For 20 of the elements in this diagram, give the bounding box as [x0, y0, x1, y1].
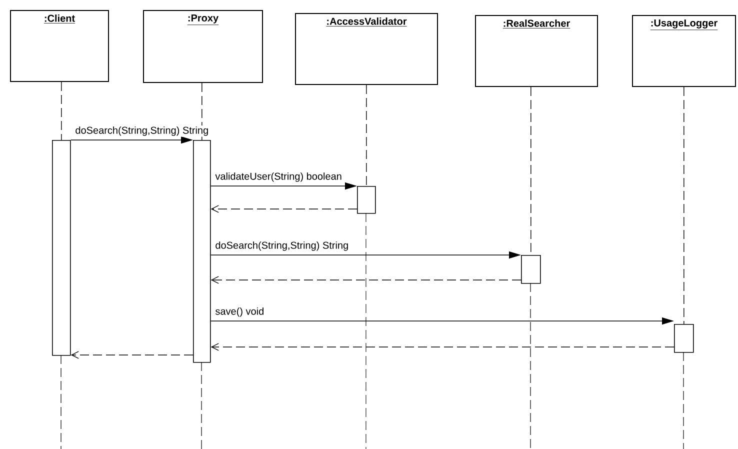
object-box: :Proxy	[143, 10, 263, 83]
message-label: save() void	[214, 306, 266, 318]
object-box: :RealSearcher	[475, 15, 598, 87]
message-label: doSearch(String,String) String	[74, 125, 210, 137]
return-arrow	[210, 205, 358, 213]
activation-bar	[521, 254, 541, 284]
activation-bar	[674, 324, 694, 353]
activation-bar	[193, 140, 211, 363]
object-box: :Client	[10, 10, 109, 82]
message-label: validateUser(String) boolean	[214, 171, 343, 183]
object-box: :UsageLogger	[632, 15, 736, 87]
lifeline	[366, 84, 367, 186]
lifeline	[61, 82, 62, 140]
return-arrow	[70, 351, 194, 359]
activation-bar	[357, 186, 376, 214]
return-arrow	[210, 276, 522, 284]
return-arrow	[210, 343, 674, 351]
activation-bar	[52, 140, 71, 356]
message-label: doSearch(String,String) String	[214, 240, 350, 252]
object-box: :AccessValidator	[295, 13, 438, 85]
